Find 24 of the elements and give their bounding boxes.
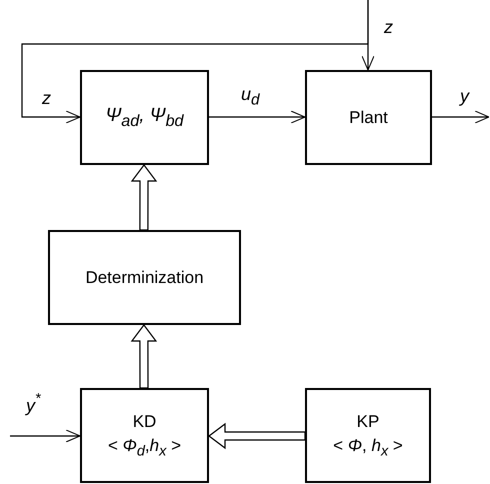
node-label: Plant [349, 106, 388, 129]
hollow-arrow [208, 422, 306, 450]
process-box [80, 388, 209, 483]
hollow-arrow [130, 164, 158, 231]
arrow [432, 110, 490, 124]
node-label: Determinization [85, 266, 204, 289]
node-label: KP [356, 410, 380, 433]
edge-label: y$^{*}$ [26, 392, 41, 415]
node-label: Ψ$_{ad}$, Ψ$_{bd}$ [105, 104, 184, 132]
node-label: < Φ$_{d}$,h$_{x}$ > [108, 434, 181, 461]
process-box [305, 388, 431, 483]
edge-label: u$_{d}$ [241, 85, 260, 108]
edge-label: z [384, 18, 393, 36]
arrow [209, 110, 306, 124]
process-box [48, 230, 241, 325]
edge-label: y [460, 87, 469, 105]
node-label: KD [132, 410, 156, 433]
plant-box [305, 70, 432, 165]
arrow [21, 0, 369, 124]
node-label: < Φ, h$_{x}$ > [333, 434, 403, 461]
edge-label: z [42, 89, 51, 107]
hollow-arrow [130, 324, 158, 389]
process-box [80, 70, 209, 165]
arrow [10, 429, 80, 442]
